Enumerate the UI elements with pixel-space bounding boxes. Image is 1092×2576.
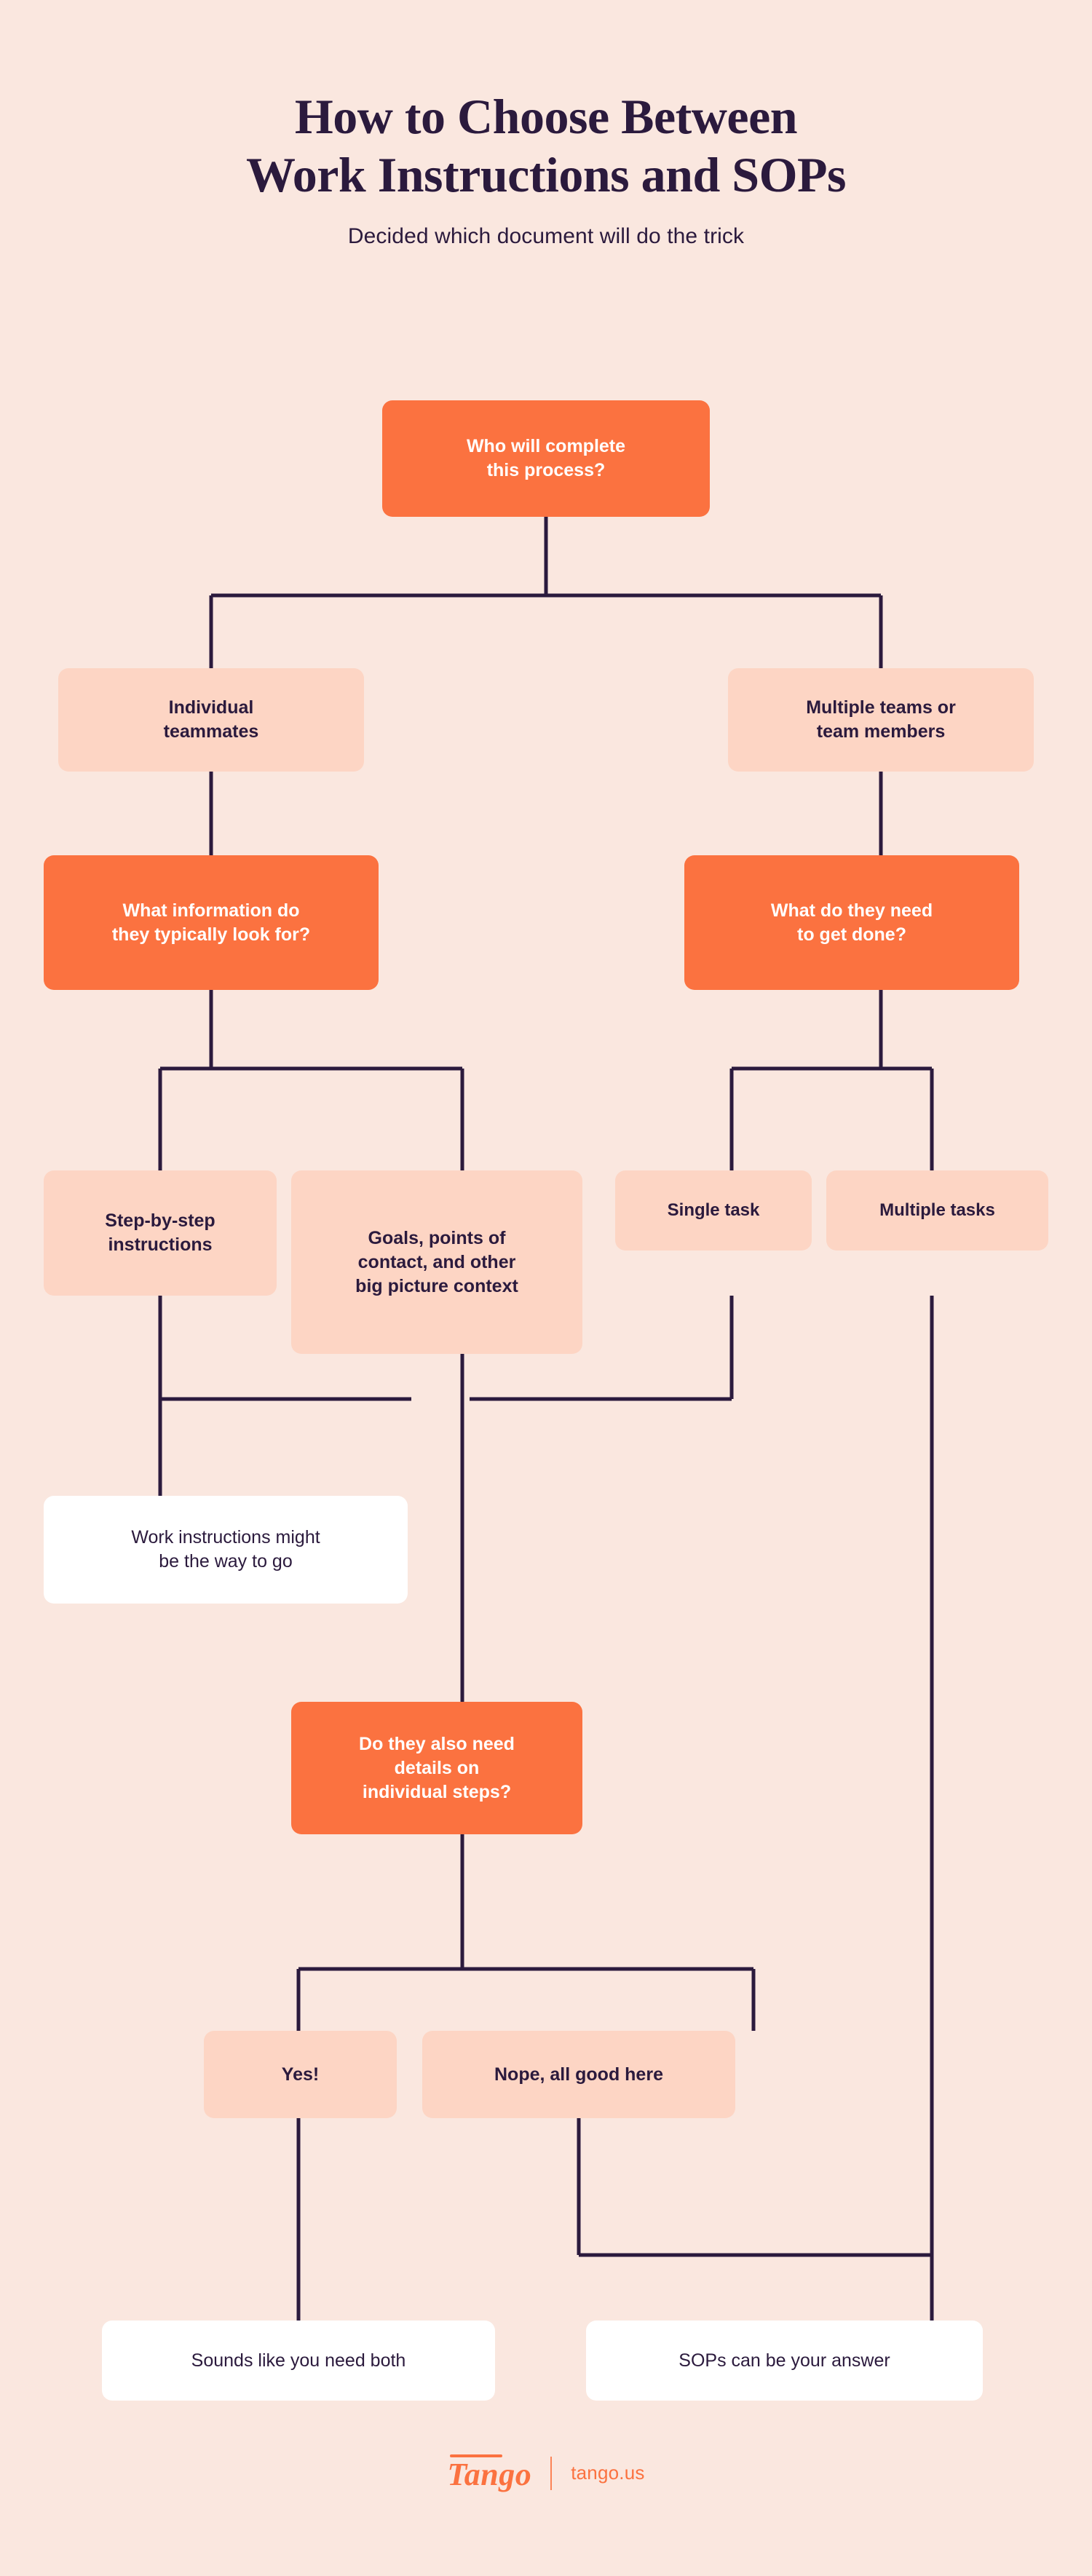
node-label: SOPs can be your answer [678, 2350, 890, 2371]
node-individual-teammates[interactable]: Individual teammates [58, 668, 364, 772]
footer-url[interactable]: tango.us [571, 2462, 645, 2484]
node-label: Goals, points of contact, and other big … [355, 1227, 518, 1296]
node-multiple-teams[interactable]: Multiple teams or team members [728, 668, 1034, 772]
page-title-line-2: Work Instructions and SOPs [246, 147, 846, 203]
node-who-will-complete[interactable]: Who will complete this process? [382, 400, 710, 517]
node-label: Work instructions might be the way to go [131, 1527, 320, 1572]
page-subtitle: Decided which document will do the trick [347, 224, 745, 249]
node-label: Step-by-step instructions [105, 1210, 215, 1255]
node-nope-all-good[interactable]: Nope, all good here [422, 2031, 735, 2118]
page-header: How to Choose Between Work Instructions … [0, 87, 1092, 249]
node-label: Individual teammates [163, 697, 259, 742]
node-step-by-step-instructions[interactable]: Step-by-step instructions [44, 1170, 277, 1296]
node-label: Multiple tasks [879, 1200, 995, 1221]
tango-logo: Tango [447, 2453, 531, 2493]
page-title-line-1: How to Choose Between [294, 89, 798, 144]
node-label: What do they need to get done? [770, 900, 933, 945]
node-also-need-details[interactable]: Do they also need details on individual … [291, 1702, 582, 1834]
node-label: Yes! [281, 2064, 320, 2085]
node-label: Nope, all good here [494, 2064, 663, 2085]
node-multiple-tasks[interactable]: Multiple tasks [826, 1170, 1048, 1251]
node-goals-points-of-contact[interactable]: Goals, points of contact, and other big … [291, 1170, 582, 1354]
node-label: Single task [667, 1200, 760, 1221]
footer: Tango tango.us [0, 2453, 1092, 2493]
node-label: Multiple teams or team members [806, 697, 956, 742]
node-what-need-done[interactable]: What do they need to get done? [684, 855, 1019, 990]
node-sops-outcome[interactable]: SOPs can be your answer [586, 2321, 983, 2401]
node-work-instructions-outcome[interactable]: Work instructions might be the way to go [44, 1496, 408, 1604]
footer-divider [550, 2456, 553, 2490]
node-single-task[interactable]: Single task [615, 1170, 812, 1251]
node-label: What information do they typically look … [111, 900, 311, 945]
node-label: Do they also need details on individual … [359, 1733, 515, 1802]
node-what-information[interactable]: What information do they typically look … [44, 855, 379, 990]
node-label: Sounds like you need both [191, 2350, 406, 2371]
page-title: How to Choose Between Work Instructions … [0, 87, 1092, 204]
node-need-both-outcome[interactable]: Sounds like you need both [102, 2321, 495, 2401]
node-label: Who will complete this process? [466, 436, 626, 480]
node-yes[interactable]: Yes! [204, 2031, 397, 2118]
